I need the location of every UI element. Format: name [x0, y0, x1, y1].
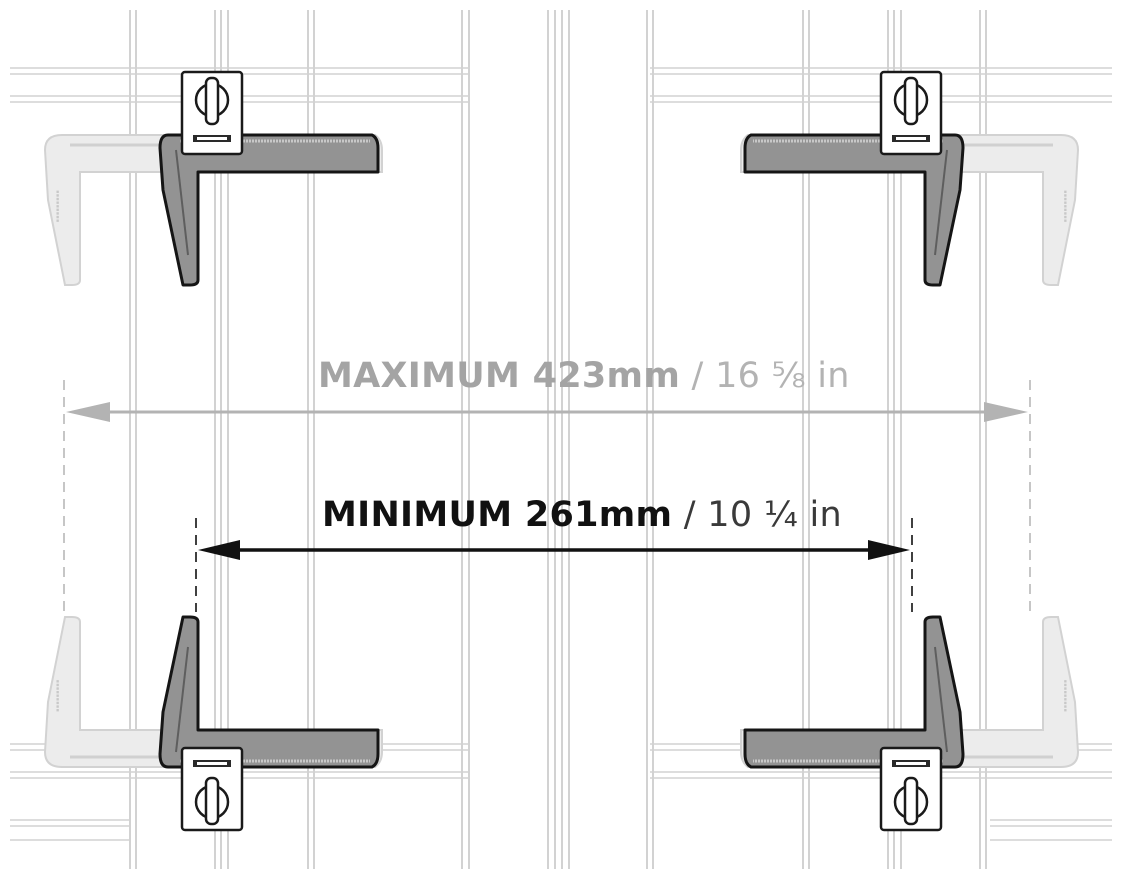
maximum-dimension — [63, 380, 1031, 612]
maximum-metric: MAXIMUM 423mm — [318, 356, 681, 396]
maximum-arrowhead-left — [66, 402, 110, 422]
minimum-separator: / — [683, 495, 696, 535]
minimum-metric: MINIMUM 261mm — [322, 495, 673, 535]
maximum-arrowhead-right — [984, 402, 1028, 422]
minimum-label: MINIMUM 261mm / 10 ¼ in — [322, 495, 842, 535]
maximum-imperial: 16 ⅝ in — [715, 356, 850, 396]
clamp-bottom-left — [158, 615, 380, 832]
minimum-arrowhead-right — [868, 540, 910, 560]
maximum-label: MAXIMUM 423mm / 16 ⅝ in — [318, 356, 850, 396]
clamp-top-left — [158, 70, 380, 287]
maximum-separator: / — [691, 356, 704, 396]
clamp-bottom-right — [743, 615, 965, 832]
minimum-arrowhead-left — [198, 540, 240, 560]
clamp-top-right — [743, 70, 965, 287]
minimum-dimension — [195, 518, 913, 612]
minimum-imperial: 10 ¼ in — [707, 495, 843, 535]
